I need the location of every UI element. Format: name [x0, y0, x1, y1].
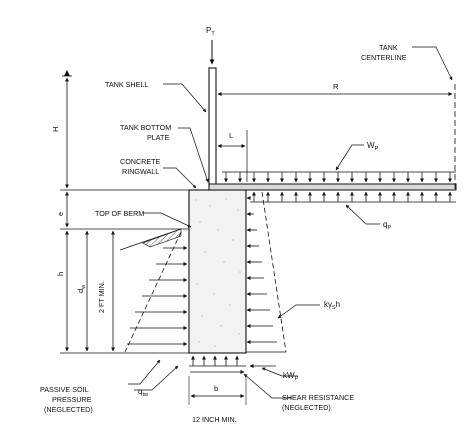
tank-bottom-label-2: PLATE	[147, 133, 169, 142]
ringwall-label-1: CONCRETE	[120, 157, 161, 166]
kgh-label: kγSh	[324, 300, 340, 311]
tank-shell	[208, 67, 217, 191]
arrow-up-head	[64, 70, 70, 76]
min-depth-label: 2 FT MIN.	[97, 281, 106, 313]
qp-load	[250, 191, 456, 203]
dim-h-label: h	[56, 272, 65, 276]
tank-bottom-plate	[208, 183, 457, 191]
kwp-label: kWP	[283, 371, 299, 382]
tank-centerline-label-2: CENTERLINE	[361, 53, 407, 62]
shear-label-2: (NEGLECTED)	[282, 403, 331, 412]
tank-centerline-label-1: TANK	[379, 43, 398, 52]
passive-label-3: (NEGLECTED)	[44, 405, 93, 414]
qtw-label: qtw	[138, 387, 148, 398]
wp-label: WP	[367, 141, 379, 152]
berm	[119, 228, 182, 251]
concrete-ringwall	[188, 189, 247, 354]
dim-dw-label: dw	[76, 285, 87, 293]
tank-shell-label: TANK SHELL	[105, 80, 148, 89]
tank-bottom-label-1: TANK BOTTOM	[120, 123, 171, 132]
dim-R-label: R	[333, 82, 339, 91]
dim-H-label: H	[51, 127, 60, 132]
active-soil-pressure	[246, 191, 287, 353]
top-of-berm-label: TOP OF BERM	[95, 209, 144, 218]
qp-label: qP	[383, 220, 391, 231]
passive-soil-pressure	[124, 231, 188, 353]
passive-label-2: PRESSURE	[52, 395, 92, 404]
dim-L-label: L	[229, 131, 233, 140]
qtw-base-reaction	[189, 355, 246, 367]
passive-label-1: PASSIVE SOIL	[40, 385, 89, 394]
dim-b-label: b	[214, 384, 218, 393]
ringwall-label-2: RINGWALL	[122, 167, 159, 176]
min-width-label: 12 INCH MIN.	[192, 415, 237, 424]
ringwall-stipple	[195, 198, 241, 347]
wp-load	[222, 171, 456, 183]
pt-label: PT	[206, 26, 215, 37]
dim-e-label: e	[56, 212, 65, 216]
leader-lines	[128, 46, 453, 399]
shear-label-1: SHEAR RESISTANCE	[282, 393, 354, 402]
